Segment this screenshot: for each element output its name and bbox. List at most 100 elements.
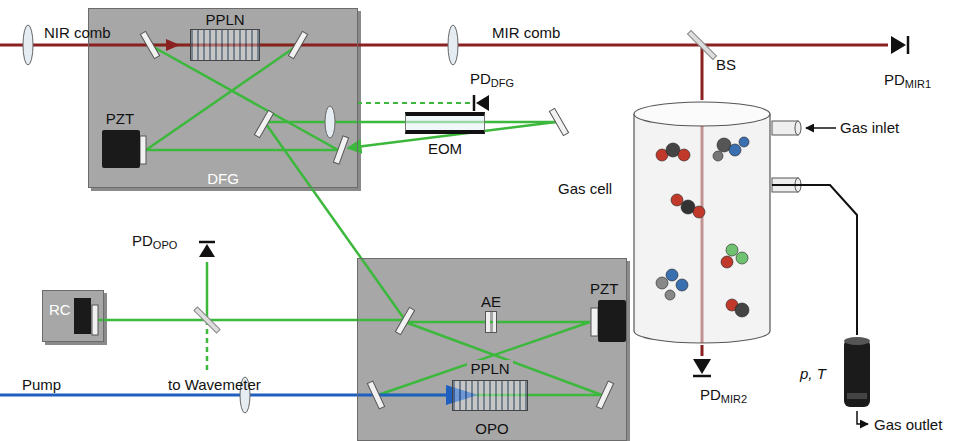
molecule-atom — [693, 206, 705, 218]
gas-port — [772, 121, 801, 192]
diode-bar — [199, 241, 215, 244]
molecule-atom — [729, 144, 741, 156]
photodiode-outline — [690, 356, 714, 380]
diode-triangle — [199, 244, 215, 257]
component-label: PPLN — [467, 360, 512, 377]
annotation-label: MIR comb — [492, 24, 560, 41]
component-label: OPO — [475, 420, 508, 437]
molecule-atom — [726, 244, 738, 256]
sensor-top — [844, 337, 870, 345]
detector-name: PD — [700, 386, 721, 403]
mirror — [395, 307, 414, 334]
feedback-signal — [358, 102, 470, 104]
gas-port — [772, 121, 798, 135]
green-beam — [98, 319, 405, 322]
cell-top — [634, 102, 770, 126]
photodiode-outline — [196, 238, 218, 260]
annotation-label: Gas inlet — [840, 119, 899, 136]
molecule-atom — [656, 277, 668, 289]
molecule-atom — [665, 290, 675, 300]
diode-triangle — [891, 36, 906, 54]
pzt-actuator: PZT — [102, 130, 140, 168]
annotation-label: NIR comb — [44, 24, 111, 41]
mirror — [92, 31, 716, 409]
gas-flow-arrow — [806, 127, 836, 129]
mirror — [549, 108, 568, 135]
sensor-band — [847, 393, 867, 399]
ppln-crystal: PPLN — [190, 29, 260, 61]
red-beam — [701, 45, 704, 100]
photodiode-symbol — [474, 95, 489, 111]
annotation-label: Gas outlet — [874, 416, 942, 433]
photodiode: PDDFG — [470, 92, 492, 114]
mirror — [254, 110, 273, 137]
component-label: Gas cell — [558, 180, 612, 197]
detector-label: PDMIR1 — [884, 71, 931, 93]
mirror — [596, 381, 613, 409]
mirror — [367, 381, 384, 409]
photodiode: PDMIR2 — [690, 356, 714, 380]
gas-cell: Gas cell — [632, 100, 772, 345]
mirror — [288, 31, 307, 58]
diode-bar — [473, 95, 476, 111]
etalon: AE — [485, 311, 497, 333]
detector-subscript: MIR2 — [721, 393, 747, 405]
detector-subscript: OPO — [153, 239, 177, 251]
photodiode-outline — [470, 92, 492, 114]
molecule-atom — [713, 151, 723, 161]
housing-fill — [88, 8, 358, 188]
mirror — [140, 31, 159, 58]
molecule-atom — [678, 149, 690, 161]
component-label: AE — [481, 293, 501, 310]
photodiode: PDMIR1 — [888, 33, 912, 57]
pressure-temperature-sensor-outline — [842, 335, 872, 411]
component-label: RC — [49, 301, 71, 318]
mirror — [591, 308, 598, 336]
sensor-body — [844, 339, 870, 407]
molecule-atom — [739, 137, 749, 147]
housing-fill — [357, 258, 627, 441]
mirror — [688, 31, 717, 60]
mirror — [333, 136, 348, 164]
component-label: DFG — [207, 170, 239, 187]
opo-housing: OPOPPLNPZTAE — [357, 258, 627, 441]
detector-name: PD — [470, 70, 491, 87]
ppln-crystal: PPLN — [452, 380, 528, 411]
component-label: PPLN — [205, 11, 244, 28]
pump-beam — [0, 394, 452, 397]
housing-fill — [42, 8, 630, 441]
mirror — [194, 307, 220, 333]
red-beam — [0, 39, 888, 100]
molecule-atom — [676, 279, 688, 291]
molecule-atom — [671, 194, 683, 206]
red-beam — [0, 44, 888, 47]
annotation-label: Pump — [22, 376, 61, 393]
detector-subscript: DFG — [491, 77, 514, 89]
diode-bar — [907, 36, 910, 54]
gas-port — [795, 121, 801, 135]
photodiode-symbol — [891, 36, 908, 54]
detector-label: PDMIR2 — [700, 386, 747, 408]
electro-optic-modulator: EOM — [405, 112, 485, 134]
molecule-atom — [735, 303, 749, 317]
detector-name: PD — [884, 71, 905, 88]
beam-in-cell — [701, 126, 704, 343]
red-beam — [166, 39, 180, 51]
dfg-housing: DFG PPLN PZT — [88, 8, 358, 188]
gas-cell-outline — [632, 100, 772, 345]
annotation-label: BS — [716, 56, 736, 73]
molecule-atom — [736, 252, 748, 264]
cell-body — [634, 114, 770, 343]
component-label: EOM — [428, 140, 462, 157]
green-beam — [266, 124, 405, 320]
detector-label: PDOPO — [132, 232, 177, 254]
green-beam — [206, 262, 209, 320]
component-label: PZT — [106, 110, 134, 127]
mirror — [140, 136, 146, 164]
molecule-atom — [666, 269, 678, 281]
diode-bar — [693, 375, 711, 378]
lens — [448, 25, 458, 65]
green-beam — [98, 45, 602, 395]
housing-fill — [42, 290, 104, 342]
